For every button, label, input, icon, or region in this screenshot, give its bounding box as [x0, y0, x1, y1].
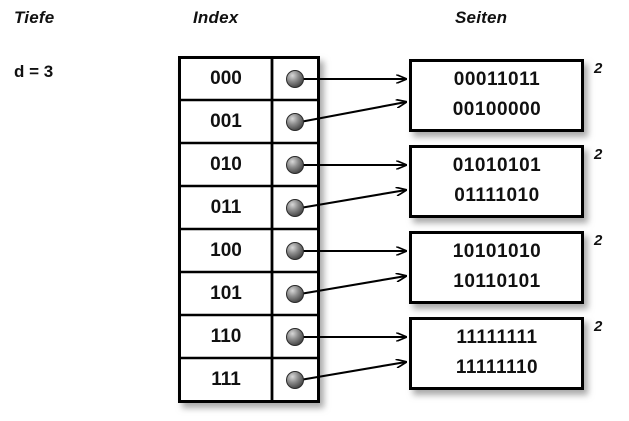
- pointer-dots: [286, 70, 304, 389]
- pointer-arrows: [299, 79, 406, 382]
- filled-circle-icon: [286, 285, 304, 303]
- page-count-3: 2: [594, 318, 603, 335]
- page-line-3-0: 11111111: [456, 327, 538, 348]
- arrow-row-3: [299, 190, 406, 210]
- page-box-2: [409, 231, 584, 304]
- filled-circle-icon: [286, 328, 304, 346]
- arrow-row-1: [299, 102, 406, 124]
- index-row-label-1: 001: [210, 111, 242, 132]
- index-row-label-0: 000: [210, 68, 242, 89]
- depth-value: d = 3: [14, 62, 54, 81]
- filled-circle-icon: [286, 156, 304, 174]
- page-box-0: [409, 59, 584, 132]
- filled-circle-icon: [286, 113, 304, 131]
- page-count-0: 2: [594, 60, 603, 77]
- page-box-1: [409, 145, 584, 218]
- header-seiten: Seiten: [455, 8, 508, 27]
- filled-circle-icon: [286, 199, 304, 217]
- page-line-1-0: 01010101: [452, 155, 542, 176]
- page-line-0-1: 00100000: [452, 99, 542, 120]
- page-count-1: 2: [594, 146, 603, 163]
- page-box-3: [409, 317, 584, 390]
- page-line-1-1: 01111010: [454, 185, 540, 206]
- page-count-2: 2: [594, 232, 603, 249]
- index-row-label-6: 110: [210, 326, 242, 347]
- header-index: Index: [193, 8, 239, 27]
- arrow-row-7: [299, 362, 406, 382]
- header-tiefe: Tiefe: [14, 8, 55, 27]
- filled-circle-icon: [286, 70, 304, 88]
- index-row-label-3: 011: [210, 197, 242, 218]
- page-line-3-1: 11111110: [455, 357, 539, 378]
- index-table-row-separators: [180, 98, 318, 360]
- filled-circle-icon: [286, 371, 304, 389]
- page-boxes: [409, 59, 584, 390]
- filled-circle-icon: [286, 242, 304, 260]
- index-row-label-2: 010: [210, 154, 242, 175]
- page-line-2-0: 10101010: [452, 241, 542, 262]
- arrow-row-5: [299, 276, 406, 296]
- page-line-2-1: 10110101: [453, 271, 541, 292]
- index-row-label-4: 100: [210, 240, 242, 261]
- page-line-0-0: 00011011: [453, 69, 541, 90]
- index-row-label-5: 101: [210, 283, 242, 304]
- index-row-label-7: 111: [211, 369, 241, 390]
